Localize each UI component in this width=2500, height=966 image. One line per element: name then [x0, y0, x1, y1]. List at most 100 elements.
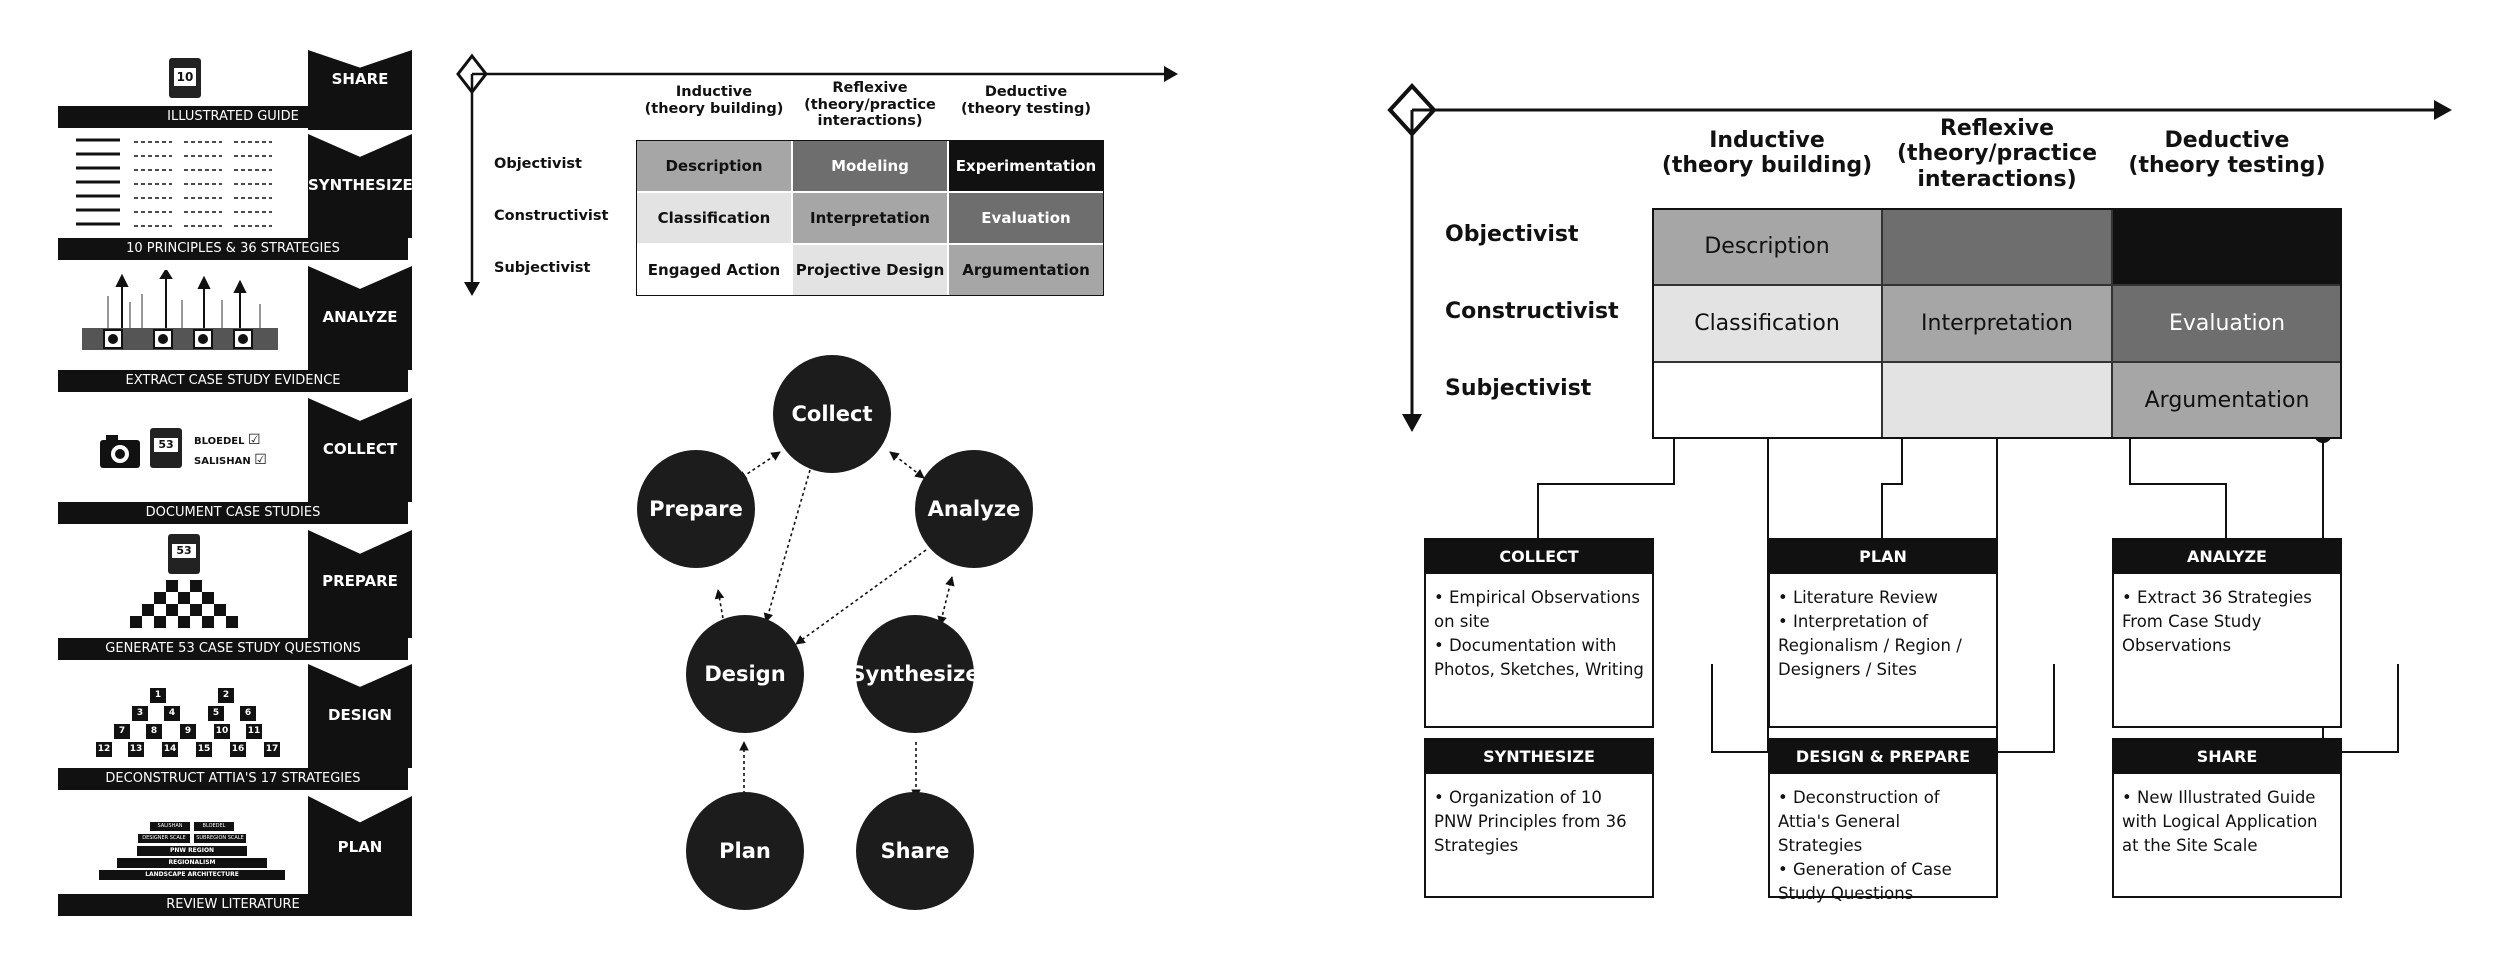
- camera-icon: [100, 435, 140, 468]
- small-matrix-cell: Projective Design: [793, 245, 947, 295]
- strategy-number: 8: [146, 724, 162, 739]
- check-bloedel-label: BLOEDEL: [194, 436, 245, 447]
- strategy-number: 14: [162, 742, 178, 757]
- share-label: SHARE: [331, 70, 389, 88]
- small-matrix-frame: [636, 140, 1104, 296]
- phase-box-plan: PLAN • Literature Review • Interpretation …: [1768, 538, 1998, 728]
- small-row-label-2: Subjectivist: [494, 260, 591, 276]
- small-matrix-cell: Interpretation: [793, 193, 947, 243]
- questions-doc-icon: 53: [168, 534, 200, 574]
- strategy-list-icon: [76, 138, 272, 227]
- phase-box-item: • Empirical Observations on site: [1434, 588, 1640, 631]
- phase-box-item: • Organization of 10 PNW Principles from…: [1434, 788, 1627, 855]
- phase-box-items: • Literature Review • Interpretation of R…: [1778, 586, 1988, 682]
- strategy-number: 6: [240, 706, 256, 721]
- big-col-header-0: Inductive(theory building): [1661, 128, 1873, 179]
- small-matrix-cell: Engaged Action: [637, 245, 791, 295]
- phase-box-title: ANALYZE: [2114, 540, 2340, 574]
- phase-box-items: • Deconstruction of Attia's General Stra…: [1778, 786, 1988, 906]
- strategy-number: 10: [214, 724, 230, 739]
- collect-label: COLLECT: [322, 440, 398, 458]
- analyze-caption: EXTRACT CASE STUDY EVIDENCE: [58, 370, 408, 392]
- pyramid-tier: SUBREGION SCALE: [194, 834, 246, 843]
- phase-box-item: • Interpretation of Regionalism / Region…: [1778, 611, 1962, 679]
- big-row-label-2: Subjectivist: [1445, 376, 1592, 401]
- checkmark-icon: ☑: [247, 432, 261, 448]
- pyramid-tier: DESIGNER SCALE: [138, 834, 190, 843]
- check-salishan-label: SALISHAN: [194, 456, 251, 467]
- strategy-number: 9: [180, 724, 196, 739]
- small-matrix-cell: Classification: [637, 193, 791, 243]
- strategy-number: 2: [218, 688, 234, 703]
- small-matrix-cell: Argumentation: [949, 245, 1103, 295]
- evidence-extraction-icon: [82, 270, 278, 350]
- phase-box-item: • Literature Review: [1778, 588, 1938, 607]
- phase-box-title: DESIGN & PREPARE: [1770, 740, 1996, 774]
- phase-box-analyze: ANALYZE • Extract 36 Strategies From Case…: [2112, 538, 2342, 728]
- collect-caption: DOCUMENT CASE STUDIES: [58, 502, 408, 524]
- big-matrix-cell: Interpretation: [1882, 285, 2112, 362]
- checker-pyramid-icon: [130, 580, 238, 628]
- share-caption: ILLUSTRATED GUIDE: [58, 106, 408, 128]
- phase-box-items: • Empirical Observations on site• Docume…: [1434, 586, 1644, 682]
- big-matrix-cell: Evaluation: [2112, 285, 2342, 362]
- small-row-label-1: Constructivist: [494, 208, 609, 224]
- guide-book-icon: 10: [169, 58, 201, 98]
- phase-box-items: • Organization of 10 PNW Principles from…: [1434, 786, 1644, 858]
- phase-box-item: • New Illustrated Guide with Logical App…: [2122, 788, 2318, 855]
- phase-box-item: • Documentation with Photos, Sketches, W…: [1434, 635, 1644, 679]
- prepare-label: PREPARE: [322, 572, 398, 590]
- phase-box-item: • Generation of Case Study Questions: [1778, 859, 1952, 903]
- phase-box-title: COLLECT: [1426, 540, 1652, 574]
- big-row-label-1: Constructivist: [1445, 299, 1619, 324]
- strategy-number: 3: [132, 706, 148, 721]
- phase-box-title: PLAN: [1770, 540, 1996, 574]
- phase-box-design-prepare: DESIGN & PREPARE • Deconstruction of Atti…: [1768, 738, 1998, 903]
- check-salishan: SALISHAN ☑: [194, 452, 267, 468]
- strategy-number: 15: [196, 742, 212, 757]
- phase-box-items: • New Illustrated Guide with Logical App…: [2122, 786, 2332, 858]
- phase-box-item: • Extract 36 Strategies From Case Study …: [2122, 588, 2312, 655]
- big-col-header-2: Deductive(theory testing): [2128, 128, 2326, 179]
- step-prepare: PREPARE 53 GENERATE 53 CASE STUDY QUESTI…: [58, 530, 412, 660]
- big-matrix-cell: [2112, 208, 2342, 285]
- collect-badge: 53: [154, 438, 178, 452]
- prepare-caption: GENERATE 53 CASE STUDY QUESTIONS: [58, 638, 408, 660]
- small-matrix-cell: Description: [637, 141, 791, 191]
- strategy-number: 7: [114, 724, 130, 739]
- synthesize-caption: 10 PRINCIPLES & 36 STRATEGIES: [58, 238, 408, 260]
- strategy-number: 13: [128, 742, 144, 757]
- pyramid-tier: REGIONALISM: [117, 858, 267, 868]
- phase-box-items: • Extract 36 Strategies From Case Study …: [2122, 586, 2332, 658]
- synthesize-label: SYNTHESIZE: [308, 176, 413, 194]
- phase-box-title: SYNTHESIZE: [1426, 740, 1652, 774]
- pyramid-tier: BLOEDEL: [194, 822, 234, 831]
- small-matrix-cell: Modeling: [793, 141, 947, 191]
- phase-box-item: • Deconstruction of Attia's General Stra…: [1778, 788, 1940, 855]
- checkmark-icon: ☑: [254, 452, 267, 468]
- strategy-number: 17: [264, 742, 280, 757]
- strategy-number: 1: [150, 688, 166, 703]
- node-synthesize: Synthesize: [850, 615, 980, 733]
- strategy-number: 16: [230, 742, 246, 757]
- pyramid-tier: SALISHAN: [150, 822, 190, 831]
- plan-caption: REVIEW LITERATURE: [58, 894, 408, 916]
- small-matrix-axes: [456, 53, 1178, 296]
- pyramid-tier: PNW REGION: [137, 846, 247, 856]
- analyze-label: ANALYZE: [322, 308, 398, 326]
- node-prepare: Prepare: [637, 450, 755, 568]
- check-bloedel: BLOEDEL ☑: [194, 432, 261, 448]
- literature-pyramid: SALISHAN BLOEDEL DESIGNER SCALE SUBREGION S…: [92, 816, 292, 896]
- strategy-number: 4: [164, 706, 180, 721]
- big-matrix-cell: Argumentation: [2112, 362, 2342, 439]
- strategy-number: 12: [96, 742, 112, 757]
- small-col-header-0: Inductive(theory building): [644, 84, 784, 117]
- node-collect: Collect: [773, 355, 891, 473]
- pyramid-tier: LANDSCAPE ARCHITECTURE: [99, 870, 285, 880]
- node-design: Design: [686, 615, 804, 733]
- step-synthesize: SYNTHESIZE 10 PRINCIPLES & 36 STRATEGIES: [58, 134, 413, 260]
- design-label: DESIGN: [328, 706, 392, 724]
- step-analyze: ANALYZE EXTRACT CASE STUDY EVIDENCE: [58, 266, 412, 392]
